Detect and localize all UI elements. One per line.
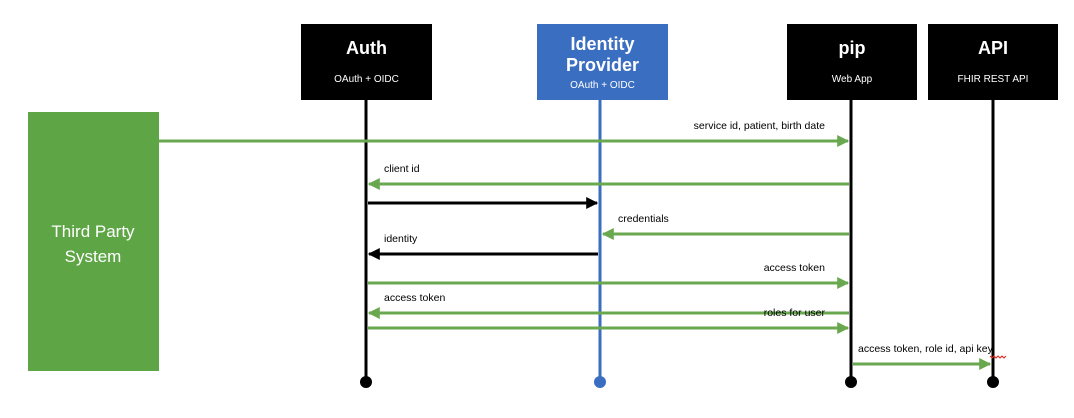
idp-box: [537, 24, 668, 100]
message-9: access token, role id, api key: [853, 343, 1007, 370]
messages: service id, patient, birth date client id…: [159, 120, 1007, 370]
message-label: roles for user: [764, 307, 826, 319]
third-party-system: Third Party System: [28, 112, 159, 371]
message-label: service id, patient, birth date: [694, 120, 825, 132]
participant-api: API FHIR REST API: [928, 24, 1058, 388]
message-5: identity: [367, 233, 598, 260]
message-label: access token, role id, api key: [858, 343, 994, 355]
message-label: client id: [384, 163, 420, 175]
message-1: service id, patient, birth date: [159, 120, 850, 147]
third-party-system-label-line2: System: [65, 247, 122, 266]
message-8: roles for user: [368, 307, 850, 334]
idp-title-line1: Identity: [570, 34, 634, 54]
pip-box: [787, 24, 917, 100]
message-label: credentials: [618, 213, 669, 225]
idp-subtitle: OAuth + OIDC: [570, 80, 635, 91]
message-6: access token: [368, 262, 850, 289]
third-party-system-box: [28, 112, 159, 371]
spellcheck-squiggle: [989, 355, 1007, 359]
api-lifeline-end-dot: [987, 376, 999, 388]
message-label: access token: [384, 292, 445, 304]
api-title: API: [978, 38, 1008, 58]
message-label: identity: [384, 233, 418, 245]
third-party-system-label-line1: Third Party: [51, 222, 135, 241]
auth-title: Auth: [346, 38, 387, 58]
idp-lifeline-end-dot: [594, 376, 606, 388]
pip-title: pip: [839, 38, 866, 58]
auth-subtitle: OAuth + OIDC: [334, 74, 399, 85]
pip-lifeline-end-dot: [845, 376, 857, 388]
message-7: access token: [367, 292, 849, 319]
pip-subtitle: Web App: [832, 74, 873, 85]
api-subtitle: FHIR REST API: [958, 74, 1029, 85]
auth-lifeline-end-dot: [360, 376, 372, 388]
auth-box: [301, 24, 432, 100]
api-box: [928, 24, 1058, 100]
idp-title-line2: Provider: [566, 55, 639, 75]
message-2: client id: [367, 163, 849, 190]
message-label: access token: [764, 262, 825, 274]
message-4: credentials: [601, 213, 849, 240]
